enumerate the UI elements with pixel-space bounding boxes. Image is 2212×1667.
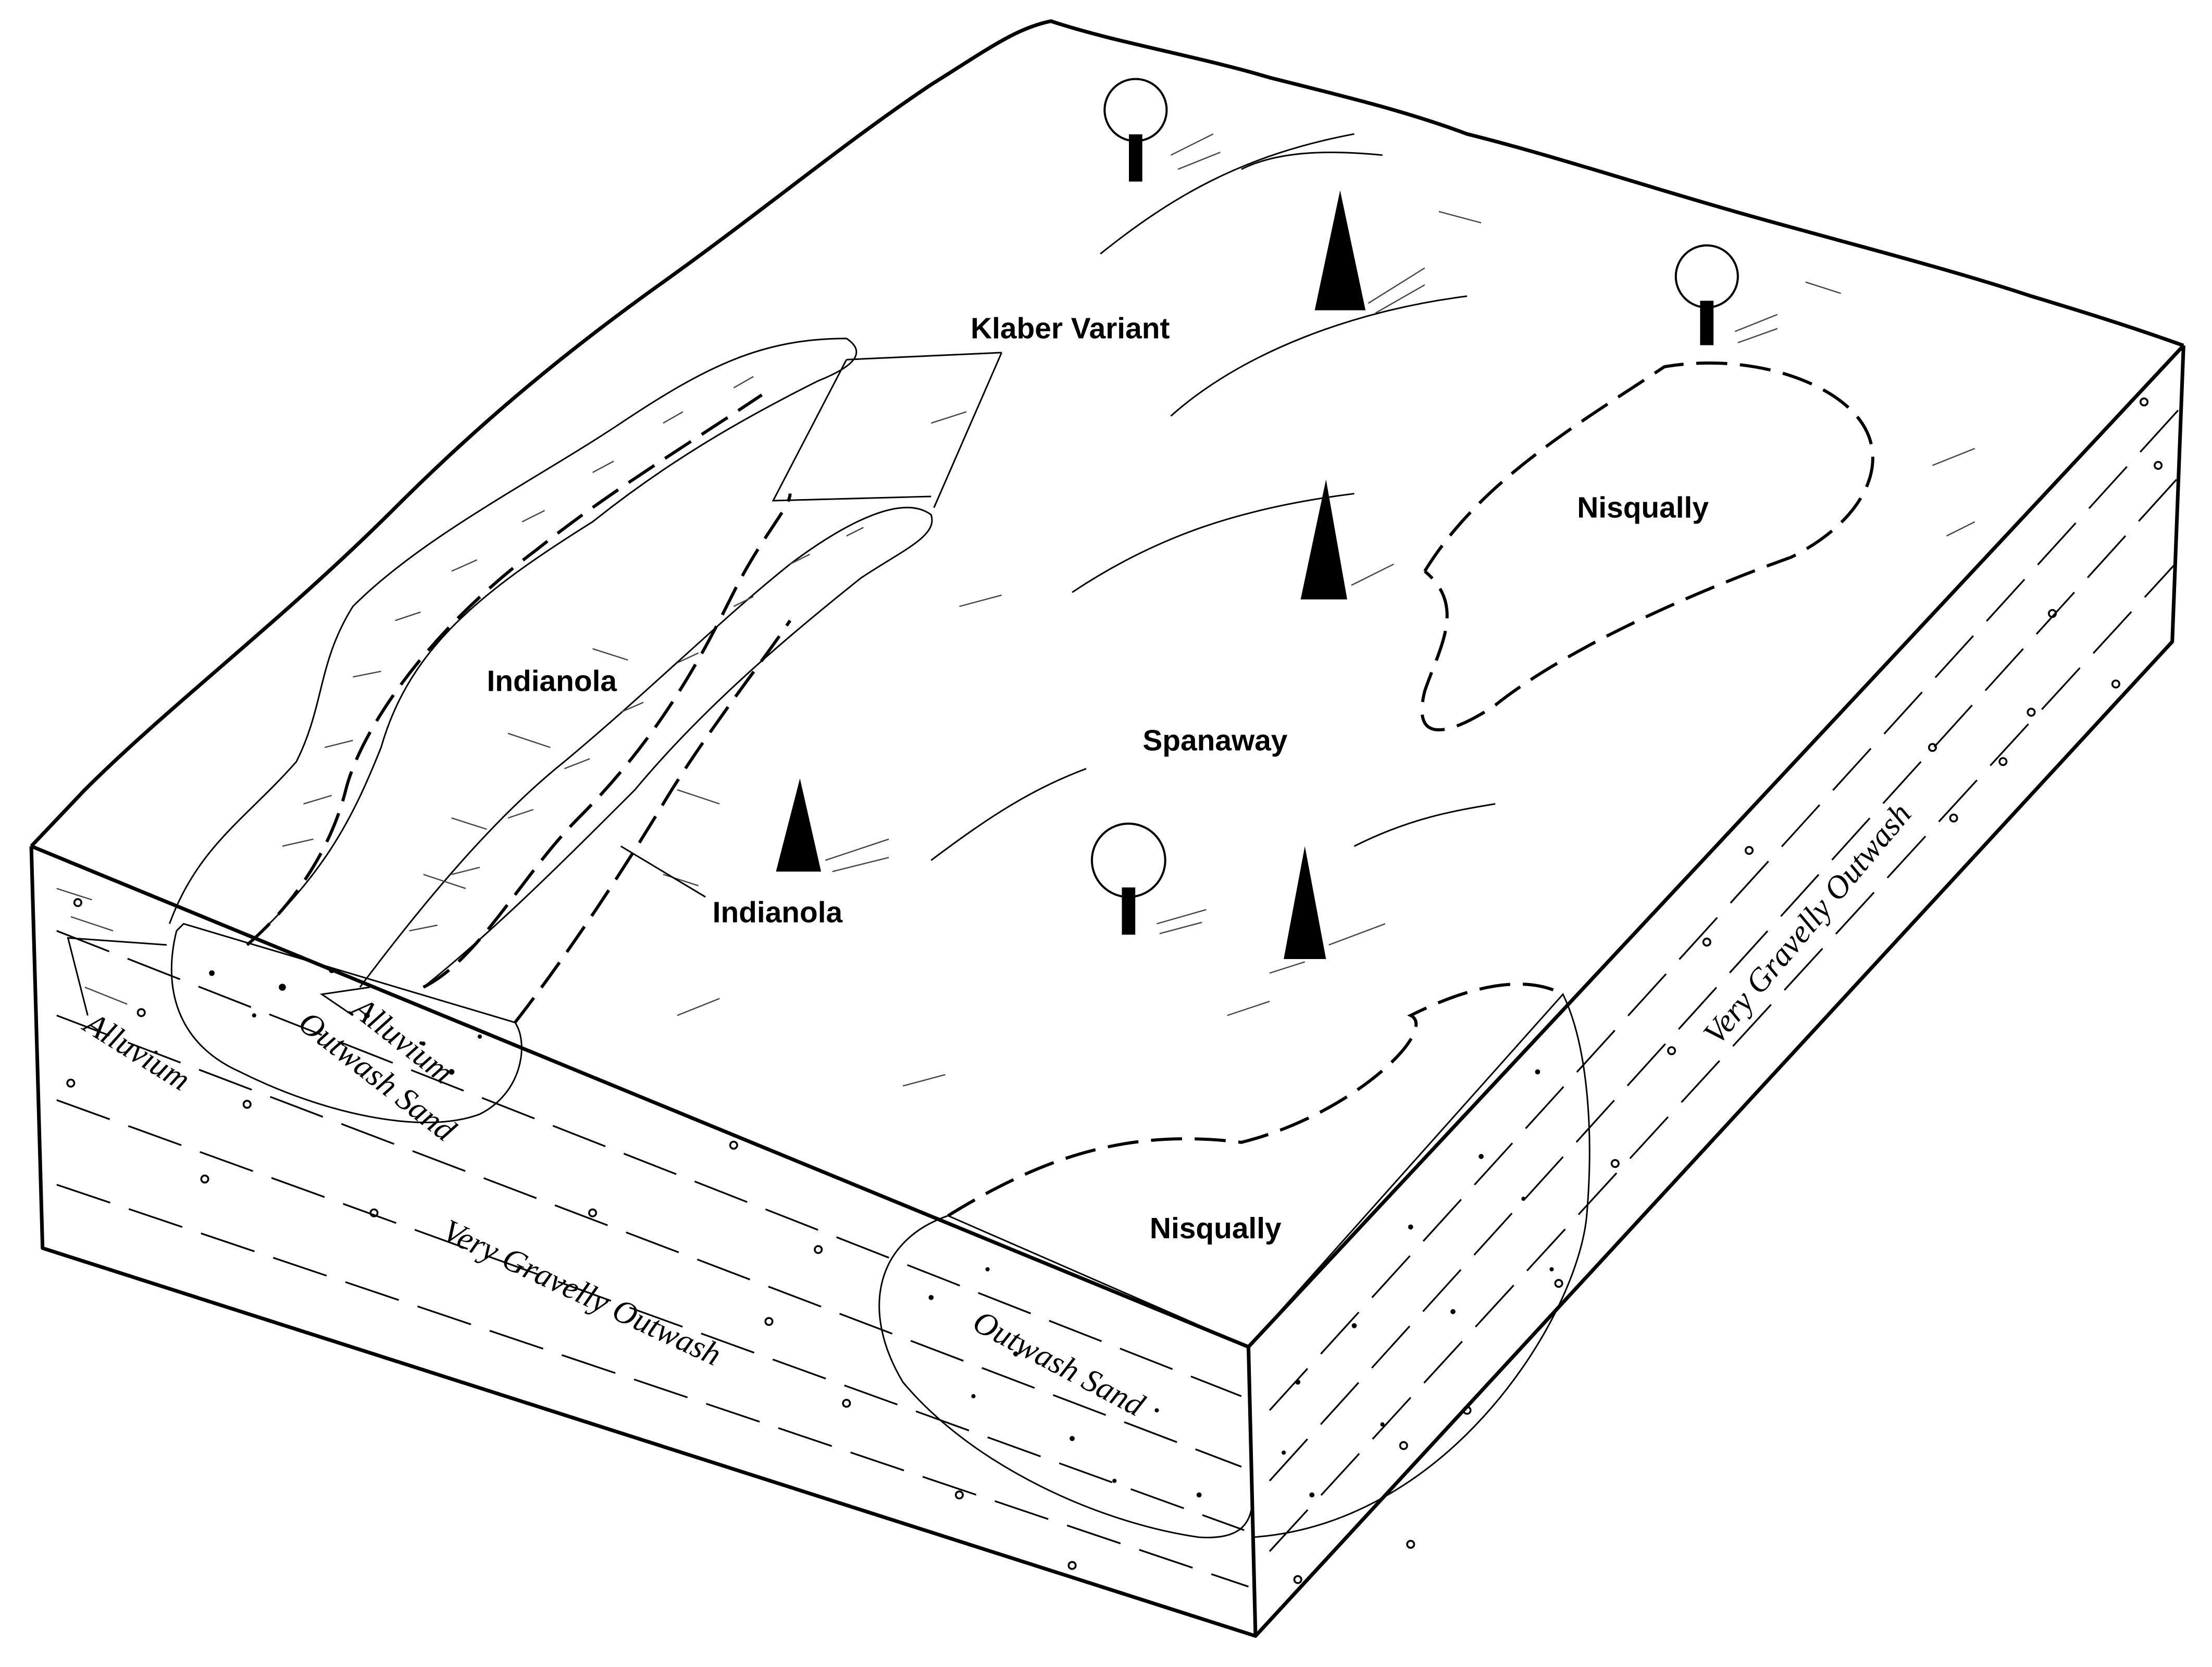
label-nisqually-lower: Nisqually: [1150, 1212, 1282, 1245]
conifer-tree-icon: [1314, 190, 1425, 314]
label-alluvium-left: Alluvium: [77, 1004, 196, 1098]
label-indianola-lower: Indianola: [713, 897, 843, 929]
indianola-channels: [168, 338, 933, 1024]
deciduous-tree-icon: [1103, 78, 1221, 182]
label-klaber-variant: Klaber Variant: [971, 313, 1170, 345]
label-very-gravelly-outwash-side: Very Gravelly Outwash: [1697, 797, 1918, 1051]
deciduous-tree-icon: [1090, 823, 1207, 935]
label-very-gravelly-outwash-front: Very Gravelly Outwash: [437, 1213, 726, 1373]
label-outwash-sand-right: Outwash Sand: [967, 1304, 1151, 1424]
conifer-tree-icon: [776, 778, 889, 873]
outwash-sand-left-lens: [170, 923, 523, 1124]
side-face-strata: [1269, 408, 2180, 1552]
leader-lines: [67, 352, 1003, 1016]
front-face-strata: [56, 930, 1249, 1588]
conifer-tree-icon: [1284, 846, 1386, 959]
gravel-dots: [66, 397, 2163, 1584]
label-indianola-upper: Indianola: [487, 665, 617, 698]
surface-contours: [56, 133, 1975, 1087]
deciduous-tree-icon: [1674, 244, 1778, 345]
label-spanaway: Spanaway: [1142, 724, 1287, 757]
nisqually-boundaries: [947, 361, 1874, 1217]
outwash-sand-right-lens: [878, 992, 1590, 1539]
label-nisqually-upper: Nisqually: [1577, 492, 1709, 525]
conifer-tree-icon: [1300, 479, 1394, 600]
